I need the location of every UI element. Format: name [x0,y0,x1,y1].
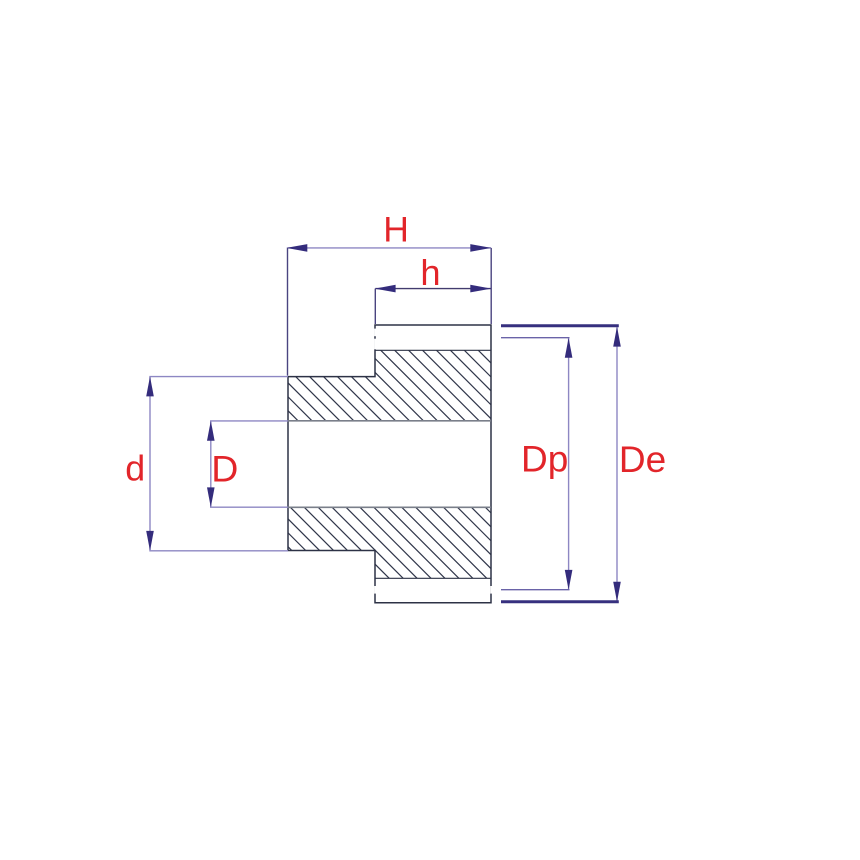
svg-text:H: H [383,209,409,249]
svg-text:d: d [125,449,145,489]
svg-text:De: De [619,439,666,480]
svg-text:Dp: Dp [521,439,568,480]
svg-text:h: h [420,252,440,293]
svg-text:D: D [211,447,238,489]
